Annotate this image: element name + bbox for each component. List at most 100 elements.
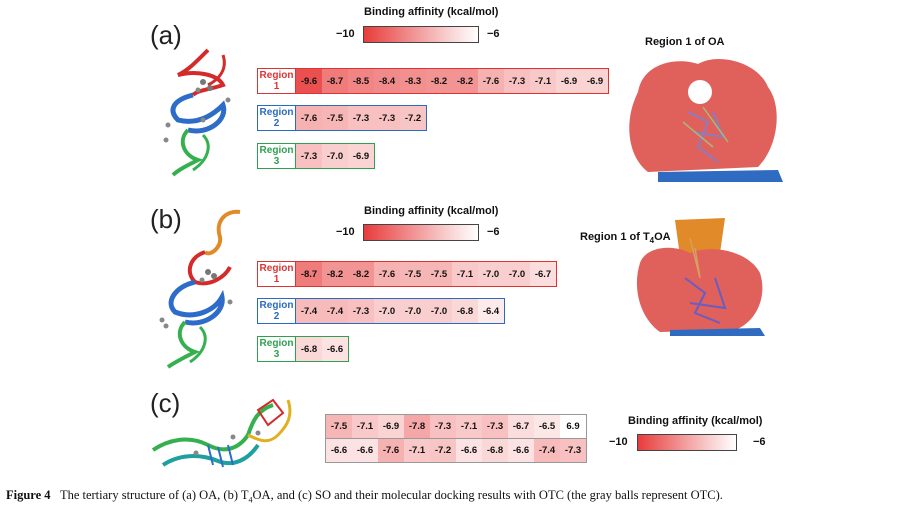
affinity-cell: -6.6 bbox=[456, 439, 482, 462]
legend-max-b: −6 bbox=[487, 226, 500, 238]
affinity-cell: -7.3 bbox=[348, 299, 374, 323]
panel-a-region-3-row: Region 3 -7.3-7.0-6.9 bbox=[257, 143, 375, 169]
affinity-cell: -7.2 bbox=[430, 439, 456, 462]
affinity-cell: -7.4 bbox=[296, 299, 322, 323]
legend-min-c: −10 bbox=[609, 436, 628, 448]
affinity-cell: -8.4 bbox=[374, 69, 400, 93]
affinity-cell: -7.3 bbox=[296, 144, 322, 168]
panel-a-region-2-row: Region 2 -7.6-7.5-7.3-7.3-7.2 bbox=[257, 105, 427, 131]
affinity-cell: -7.3 bbox=[504, 69, 530, 93]
affinity-cell: -7.6 bbox=[378, 439, 404, 462]
panel-a-region-2-label: Region 2 bbox=[258, 106, 296, 130]
color-scale-bar-c bbox=[637, 434, 737, 451]
affinity-cell: -7.6 bbox=[296, 106, 322, 130]
affinity-cell: -7.8 bbox=[404, 415, 430, 438]
affinity-cell: -7.0 bbox=[478, 262, 504, 286]
legend-min-a: −10 bbox=[336, 28, 355, 40]
panel-c-label: (c) bbox=[150, 388, 181, 418]
panel-b-region-title: Region 1 of T4OA bbox=[580, 231, 671, 245]
panel-a-region-3-label: Region 3 bbox=[258, 144, 296, 168]
affinity-cell: -6.6 bbox=[322, 337, 348, 361]
affinity-cell: -8.2 bbox=[322, 262, 348, 286]
affinity-cell: -7.4 bbox=[322, 299, 348, 323]
affinity-cell: -7.6 bbox=[478, 69, 504, 93]
t4oa-rna-structure-image bbox=[159, 209, 241, 369]
affinity-cell: -7.5 bbox=[426, 262, 452, 286]
affinity-cell: -7.0 bbox=[504, 262, 530, 286]
affinity-cell: -8.5 bbox=[348, 69, 374, 93]
region-label-text: Region bbox=[259, 300, 294, 311]
panel-b-region-3-row: Region 3 -6.8-6.6 bbox=[257, 336, 349, 362]
affinity-cell: -6.6 bbox=[352, 439, 378, 462]
panel-a-region-2-cells: -7.6-7.5-7.3-7.3-7.2 bbox=[296, 106, 426, 130]
affinity-cell: -8.7 bbox=[296, 262, 322, 286]
panel-b-region-1-row: Region 1 -8.7-8.2-8.2-7.6-7.5-7.5-7.1-7.… bbox=[257, 261, 557, 287]
t4oa-docking-surface-image bbox=[636, 218, 765, 336]
affinity-cell: -7.5 bbox=[326, 415, 352, 438]
caption-subscript: 4 bbox=[248, 495, 253, 505]
affinity-cell: -6.9 bbox=[556, 69, 582, 93]
legend-min-b: −10 bbox=[336, 226, 355, 238]
affinity-cell: -7.0 bbox=[426, 299, 452, 323]
affinity-cell: -7.5 bbox=[400, 262, 426, 286]
panel-a-region-1-cells: -9.6-8.7-8.5-8.4-8.3-8.2-8.2-7.6-7.3-7.1… bbox=[296, 69, 608, 93]
panel-a-label: (a) bbox=[150, 20, 182, 50]
affinity-cell: -7.3 bbox=[348, 106, 374, 130]
panel-b-region-3-cells: -6.8-6.6 bbox=[296, 337, 348, 361]
affinity-cell: -6.4 bbox=[478, 299, 504, 323]
affinity-cell: -7.3 bbox=[482, 415, 508, 438]
affinity-cell: -6.9 bbox=[348, 144, 374, 168]
figure-number: Figure 4 bbox=[6, 488, 51, 502]
region-label-number: 2 bbox=[273, 311, 280, 322]
panel-a-region-1-row: Region 1 -9.6-8.7-8.5-8.4-8.3-8.2-8.2-7.… bbox=[257, 68, 609, 94]
affinity-cell: -7.1 bbox=[530, 69, 556, 93]
affinity-cell: -8.2 bbox=[426, 69, 452, 93]
oa-docking-surface-image bbox=[629, 58, 783, 182]
affinity-cell: -8.2 bbox=[452, 69, 478, 93]
oa-rna-structure-image bbox=[163, 48, 231, 177]
affinity-cell: -6.9 bbox=[378, 415, 404, 438]
affinity-cell: -7.1 bbox=[452, 262, 478, 286]
affinity-cell: -7.2 bbox=[400, 106, 426, 130]
affinity-cell: -8.2 bbox=[348, 262, 374, 286]
panel-c-row-2: -6.6-6.6-7.6-7.1-7.2-6.6-6.8-6.6-7.4-7.3 bbox=[326, 438, 586, 462]
affinity-cell: -7.0 bbox=[322, 144, 348, 168]
region-label-text: Region bbox=[259, 107, 294, 118]
legend-max-c: −6 bbox=[753, 436, 766, 448]
affinity-cell: 6.9 bbox=[560, 415, 586, 438]
affinity-cell: -6.8 bbox=[452, 299, 478, 323]
panel-b-region-3-label: Region 3 bbox=[258, 337, 296, 361]
legend-max-a: −6 bbox=[487, 28, 500, 40]
region-label-text: Region bbox=[259, 263, 294, 274]
affinity-cell: -8.3 bbox=[400, 69, 426, 93]
affinity-cell: -7.3 bbox=[560, 439, 586, 462]
panel-b-label: (b) bbox=[150, 204, 182, 234]
affinity-cell: -6.6 bbox=[508, 439, 534, 462]
region-title-subscript: 4 bbox=[649, 236, 655, 246]
panel-b-region-1-cells: -8.7-8.2-8.2-7.6-7.5-7.5-7.1-7.0-7.0-6.7 bbox=[296, 262, 556, 286]
affinity-cell: -6.8 bbox=[482, 439, 508, 462]
region-label-number: 1 bbox=[273, 81, 280, 92]
region-title-text: Region 1 of T bbox=[580, 231, 650, 243]
affinity-cell: -7.3 bbox=[430, 415, 456, 438]
caption-text: The tertiary structure of (a) OA, (b) T bbox=[59, 488, 249, 502]
panel-a-region-1-label: Region 1 bbox=[258, 69, 296, 93]
affinity-cell: -7.0 bbox=[374, 299, 400, 323]
panel-b-region-1-label: Region 1 bbox=[258, 262, 296, 286]
caption-text-end: OA, and (c) SO and their molecular docki… bbox=[252, 488, 723, 502]
region-label-number: 3 bbox=[273, 349, 280, 360]
affinity-cell: -6.6 bbox=[326, 439, 352, 462]
legend-title-a: Binding affinity (kcal/mol) bbox=[364, 6, 499, 18]
figure-caption: Figure 4 The tertiary structure of (a) O… bbox=[6, 488, 723, 505]
affinity-cell: -7.0 bbox=[400, 299, 426, 323]
region-label-number: 2 bbox=[273, 118, 280, 129]
panel-b-region-2-label: Region 2 bbox=[258, 299, 296, 323]
affinity-cell: -7.6 bbox=[374, 262, 400, 286]
region-title-suffix: OA bbox=[654, 231, 671, 243]
panel-a-region-3-cells: -7.3-7.0-6.9 bbox=[296, 144, 374, 168]
region-label-number: 1 bbox=[273, 274, 280, 285]
region-label-text: Region bbox=[259, 145, 294, 156]
affinity-cell: -7.4 bbox=[534, 439, 560, 462]
legend-title-c: Binding affinity (kcal/mol) bbox=[628, 415, 763, 427]
